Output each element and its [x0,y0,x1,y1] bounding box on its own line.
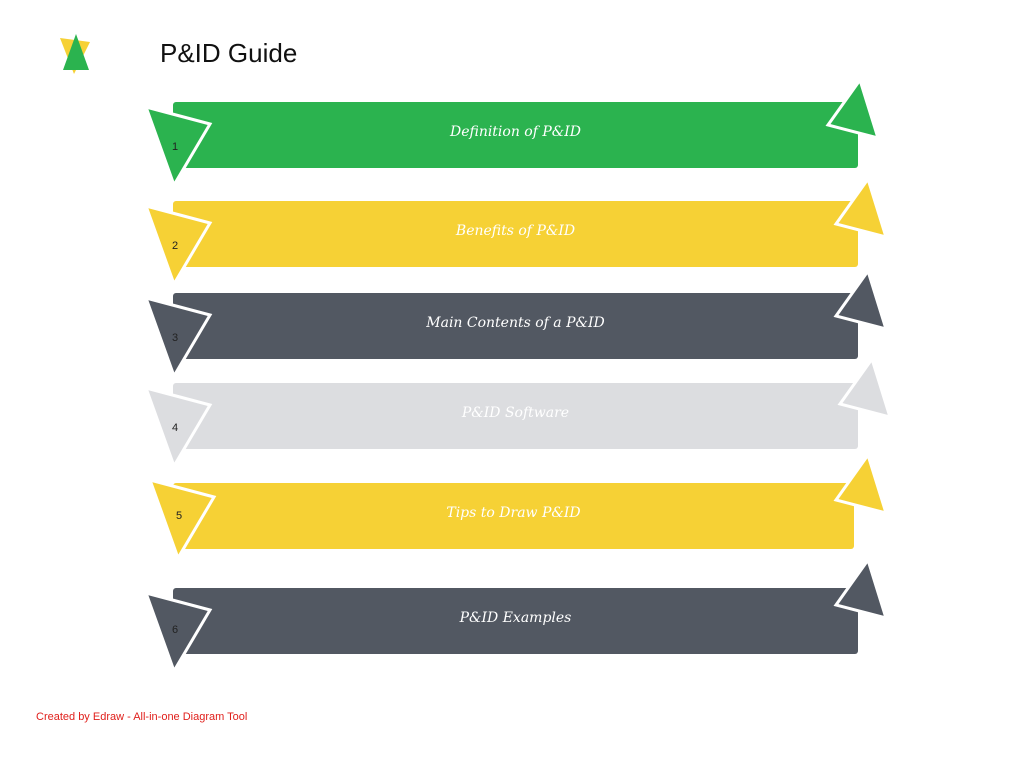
step-row-4: P&ID Software 4 [140,355,900,473]
step-left-triangle [147,477,217,562]
step-band [173,483,854,549]
step-band [173,201,858,267]
step-row-1: Definition of P&ID 1 [140,76,900,192]
step-left-triangle [143,590,213,675]
step-row-3: Main Contents of a P&ID 3 [140,267,900,383]
step-left-triangle [143,104,213,189]
step-row-5: Tips to Draw P&ID 5 [140,451,900,573]
step-label: Tips to Draw P&ID [446,505,581,521]
step-left-triangle [143,385,213,470]
step-right-triangle [833,451,889,516]
step-number: 6 [172,624,179,636]
step-right-triangle [833,556,889,621]
edraw-logo-icon [60,34,90,74]
step-label: Benefits of P&ID [455,223,576,239]
step-row-2: Benefits of P&ID 2 [140,175,900,291]
step-band [173,102,858,168]
step-label: P&ID Software [461,405,570,421]
step-band [173,293,858,359]
step-right-triangle [837,355,893,420]
step-right-triangle [833,175,889,240]
step-number: 1 [172,141,179,153]
step-band [173,383,858,449]
step-number: 2 [172,240,179,252]
step-label: Definition of P&ID [449,124,582,140]
step-number: 4 [172,422,179,434]
step-number: 3 [172,332,179,344]
step-label: Main Contents of a P&ID [426,315,605,331]
step-right-triangle [825,76,881,141]
page-title: P&ID Guide [160,38,298,68]
step-row-6: P&ID Examples 6 [140,556,900,678]
step-number: 5 [176,510,183,522]
step-left-triangle [143,295,213,380]
step-right-triangle [833,267,889,332]
step-band [173,588,858,654]
step-left-triangle [143,203,213,288]
step-label: P&ID Examples [459,610,572,626]
footer-credit: Created by Edraw - All-in-one Diagram To… [36,711,248,723]
